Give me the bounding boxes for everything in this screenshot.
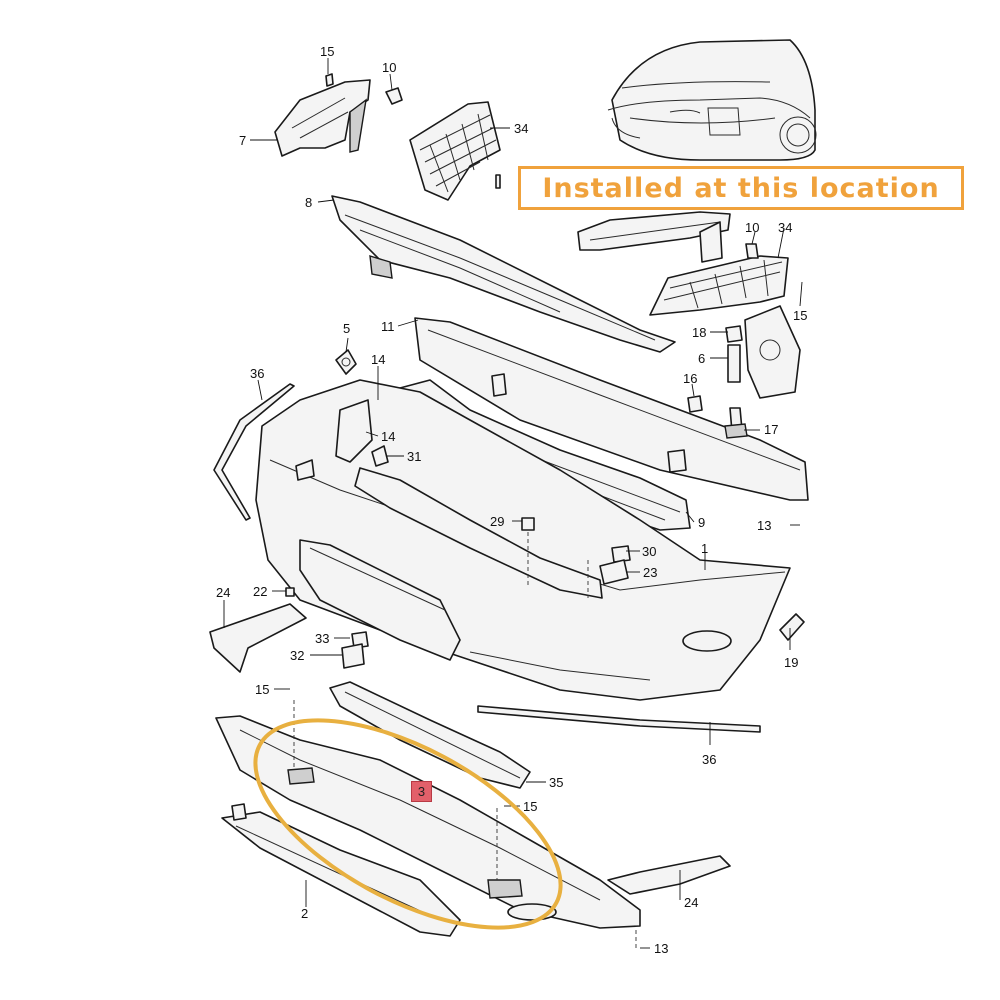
callout-13: 13: [757, 518, 771, 533]
callout-35: 35: [549, 775, 563, 790]
part-number-tag-text: 3: [417, 784, 426, 799]
callout-16: 16: [683, 371, 697, 386]
callout-34: 34: [514, 121, 528, 136]
callout-11: 11: [381, 319, 395, 334]
callout-10: 10: [382, 60, 396, 75]
banner-text: Installed at this location: [542, 172, 940, 204]
callout-24: 24: [684, 895, 698, 910]
part-6-mount: [687, 305, 801, 439]
callout-14: 14: [371, 352, 385, 367]
callout-30: 30: [642, 544, 656, 559]
callout-7: 7: [239, 133, 246, 148]
callout-17: 17: [764, 422, 778, 437]
part-29-30-23-fixings: [521, 517, 631, 585]
callout-15: 15: [320, 44, 334, 59]
callout-14: 14: [381, 429, 395, 444]
callout-18: 18: [692, 325, 706, 340]
callout-9: 9: [698, 515, 705, 530]
callout-15: 15: [255, 682, 269, 697]
part-24-right-strip: [607, 855, 731, 895]
callout-5: 5: [343, 321, 350, 336]
callout-23: 23: [643, 565, 657, 580]
callout-15: 15: [793, 308, 807, 323]
part-1-bumper-cover: [255, 379, 791, 701]
part-8-carrier-rail: [331, 195, 676, 353]
part-number-tag: 3: [411, 781, 432, 802]
part-36-trim-lower: [477, 705, 761, 733]
part-31-14-brackets: [335, 399, 603, 599]
part-36-trim-left: [213, 383, 295, 521]
callout-2: 2: [301, 906, 308, 921]
callout-34: 34: [778, 220, 792, 235]
callout-13: 13: [654, 941, 668, 956]
callout-22: 22: [253, 584, 267, 599]
callout-8: 8: [305, 195, 312, 210]
part-34-grille-right: [649, 243, 789, 316]
part-7-bracket: [274, 73, 403, 157]
part-5-clip: [335, 349, 357, 375]
right-rail-section: [577, 211, 731, 263]
callout-19: 19: [784, 655, 798, 670]
part-19-reflector: [779, 613, 805, 641]
callout-29: 29: [490, 514, 504, 529]
part-11-absorber: [414, 317, 809, 501]
car-rear-inset: [607, 39, 817, 161]
callout-15: 15: [523, 799, 537, 814]
callout-36: 36: [250, 366, 264, 381]
callout-1: 1: [701, 541, 708, 556]
callout-32: 32: [290, 648, 304, 663]
callout-labels: 15 10 7 34 8 10 34 15 5 11 18 6 14 36 14…: [216, 44, 807, 956]
callout-10: 10: [745, 220, 759, 235]
callout-33: 33: [315, 631, 329, 646]
callout-24: 24: [216, 585, 230, 600]
callout-31: 31: [407, 449, 421, 464]
callout-6: 6: [698, 351, 705, 366]
callout-36: 36: [702, 752, 716, 767]
installed-location-banner: Installed at this location: [518, 166, 964, 210]
part-34-grille-left: [409, 101, 501, 201]
part-24-left-strip: [209, 587, 369, 673]
